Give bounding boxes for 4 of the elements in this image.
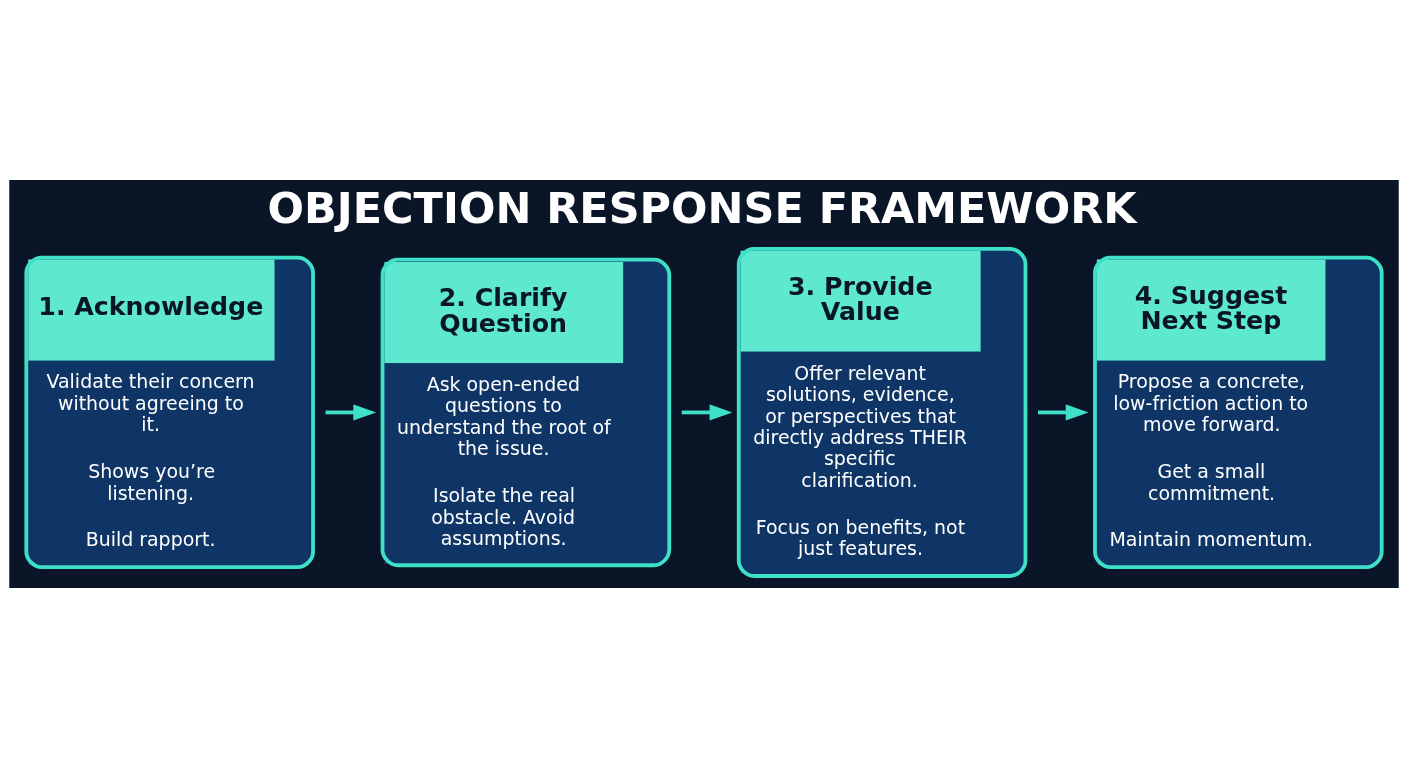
arrow — [681, 404, 733, 421]
diagram-title: OBJECTION RESPONSE FRAMEWORK — [267, 183, 1137, 234]
arrow — [325, 404, 377, 421]
arrow — [1038, 404, 1089, 421]
